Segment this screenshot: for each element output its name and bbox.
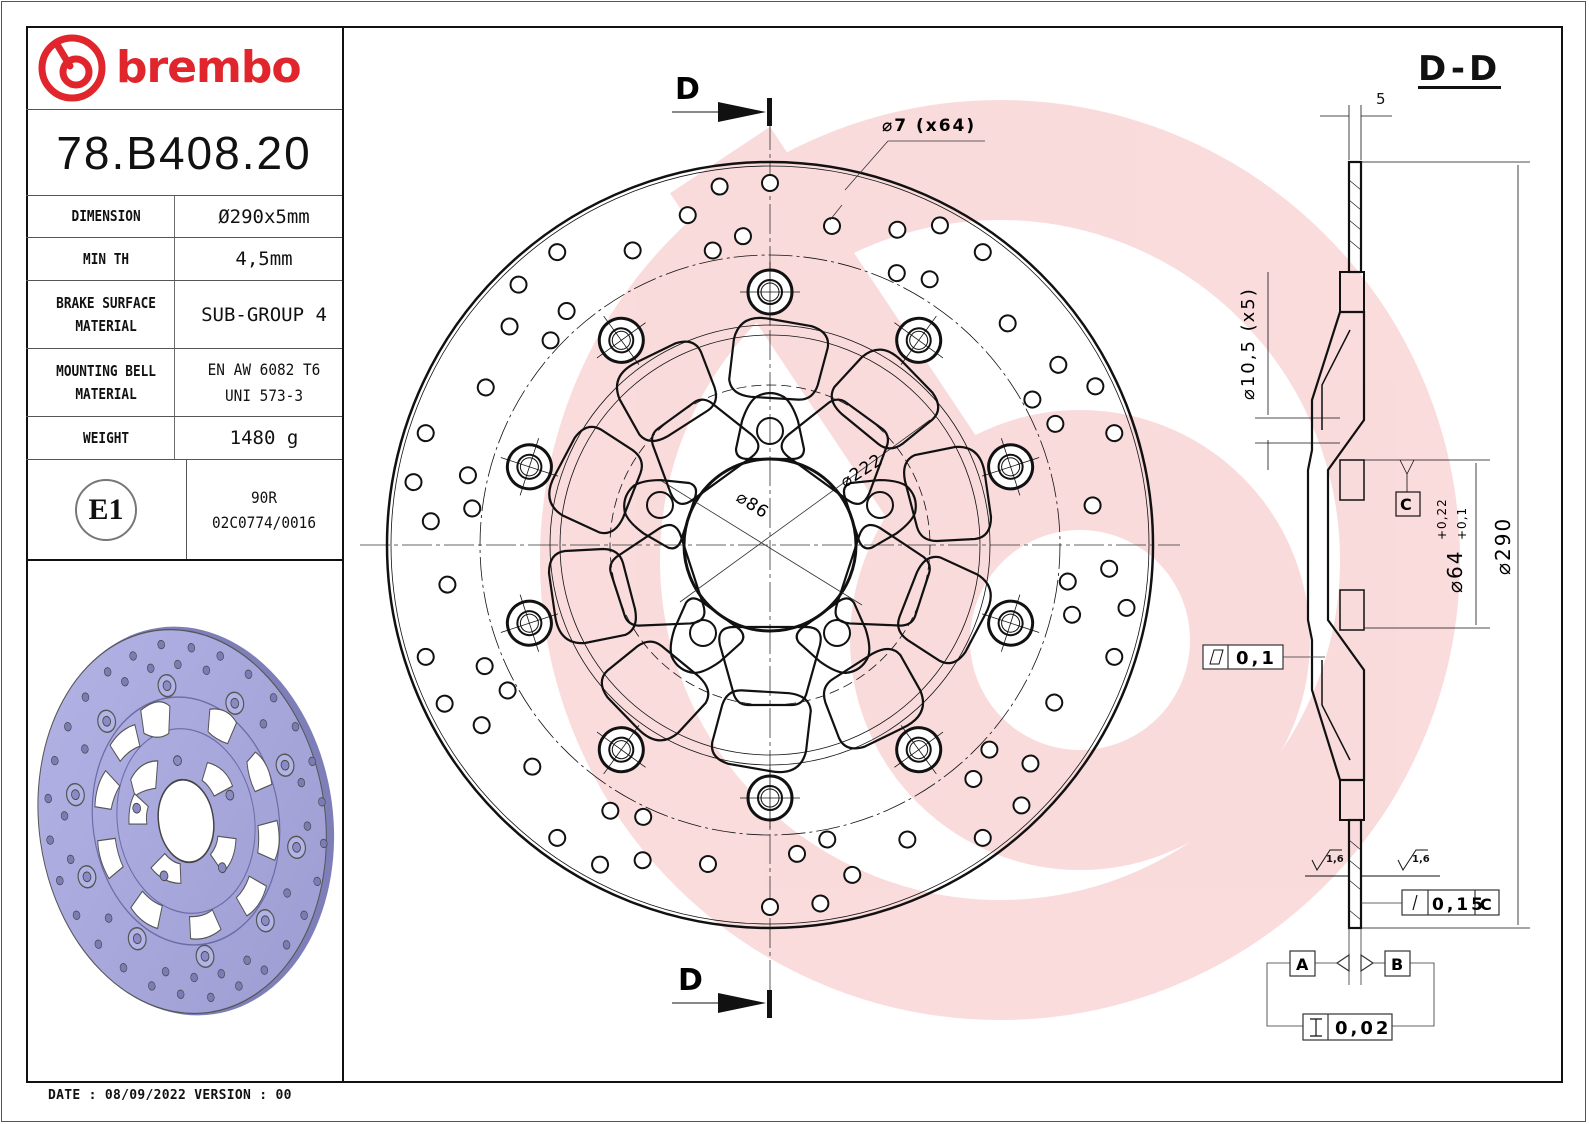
section-marker-bottom: D	[672, 963, 772, 1018]
e1-mark-icon: E1	[75, 478, 137, 541]
homologation-mark-cell: E1	[26, 460, 187, 559]
datum-c-label: C	[1400, 495, 1412, 514]
flatness-tolerance-frame: 0,1	[1202, 644, 1325, 670]
spec-label: MIN TH	[38, 238, 175, 280]
date-version-footer: DATE : 08/09/2022 VERSION : 00	[48, 1088, 292, 1103]
spec-row-mounting-bell: MOUNTING BELL MATERIAL EN AW 6082 T6 UNI…	[26, 349, 342, 417]
hole-callout: ⌀7 (x64)	[829, 116, 985, 221]
svg-text:D: D	[678, 963, 703, 998]
brand-logo-row: brembo	[26, 26, 342, 110]
svg-text:+0,22: +0,22	[1435, 498, 1449, 540]
homologation-line1: 90R	[250, 487, 278, 507]
spec-label: BRAKE SURFACE MATERIAL	[38, 281, 175, 348]
spec-label: DIMENSION	[38, 196, 175, 237]
spec-row-brake-surface: BRAKE SURFACE MATERIAL SUB-GROUP 4	[26, 281, 342, 349]
svg-text:+0,1: +0,1	[1455, 507, 1469, 540]
section-view: 5	[1255, 90, 1530, 930]
spec-value: 4,5mm	[235, 248, 293, 270]
spec-value: Ø290x5mm	[218, 205, 310, 228]
svg-text:⌀64: ⌀64	[1443, 550, 1467, 594]
flatness-icon	[1209, 649, 1224, 665]
brembo-watermark-icon	[540, 100, 1460, 1020]
floating-buttons	[490, 262, 1050, 830]
outer-diameter-callout: ⌀290	[1491, 517, 1515, 575]
title-block: brembo 78.B408.20 DIMENSION Ø290x5mm MIN…	[26, 26, 344, 1083]
svg-text:⌀7 (x64): ⌀7 (x64)	[882, 116, 976, 136]
homologation-code: 90R 02C0774/0016	[194, 460, 334, 559]
brand-wordmark: brembo	[116, 42, 302, 93]
bolt-hole-callout: ⌀10,5 (x5)	[1238, 287, 1259, 400]
svg-text:1,6: 1,6	[1326, 854, 1344, 865]
part-number-row: 78.B408.20	[26, 110, 342, 196]
roughness-right: 1,6	[1361, 849, 1440, 877]
section-title: D-D	[1418, 49, 1502, 89]
parallelism-value: 0,02	[1335, 1018, 1391, 1039]
center-bore-callout: ⌀64 +0,22 +0,1	[1435, 498, 1469, 593]
brembo-logo-icon	[38, 34, 106, 101]
svg-text:5: 5	[1376, 90, 1386, 108]
parallelism-icon	[1310, 1018, 1322, 1037]
drawing-frame	[26, 26, 1563, 1083]
roughness-left: 1,6	[1305, 849, 1349, 877]
spec-value: EN AW 6082 T6 UNI 573-3	[207, 359, 321, 405]
spec-row-weight: WEIGHT 1480 g	[26, 417, 342, 460]
datum-and-parallelism	[1266, 928, 1435, 1041]
svg-text:0,15: 0,15	[1432, 895, 1486, 915]
spec-label: WEIGHT	[38, 417, 175, 459]
spec-row-min-th: MIN TH 4,5mm	[26, 238, 342, 281]
svg-text:C: C	[1480, 895, 1492, 914]
section-marker-top: D	[672, 72, 772, 126]
disc-3d-render	[37, 626, 335, 1016]
spec-label: MOUNTING BELL MATERIAL	[38, 349, 175, 416]
disc-cutouts	[520, 311, 1020, 787]
datum-b-label: B	[1391, 955, 1403, 974]
spec-value: 1480 g	[229, 427, 299, 449]
datum-a-label: A	[1296, 955, 1309, 974]
homologation-row: E1 90R 02C0774/0016	[26, 460, 342, 561]
svg-text:D: D	[675, 72, 700, 107]
spec-value: SUB-GROUP 4	[201, 303, 327, 326]
runout-icon	[1412, 894, 1418, 911]
spec-row-dimension: DIMENSION Ø290x5mm	[26, 196, 342, 238]
homologation-line2: 02C0774/0016	[211, 512, 317, 532]
part-number: 78.B408.20	[56, 126, 312, 179]
inner-diameter-callout: ⌀86	[732, 487, 772, 523]
runout-tolerance-frame: 0,15 C	[1361, 889, 1500, 916]
svg-text:0,1: 0,1	[1236, 648, 1277, 669]
drilled-holes	[361, 138, 1179, 952]
svg-text:1,6: 1,6	[1412, 854, 1430, 865]
